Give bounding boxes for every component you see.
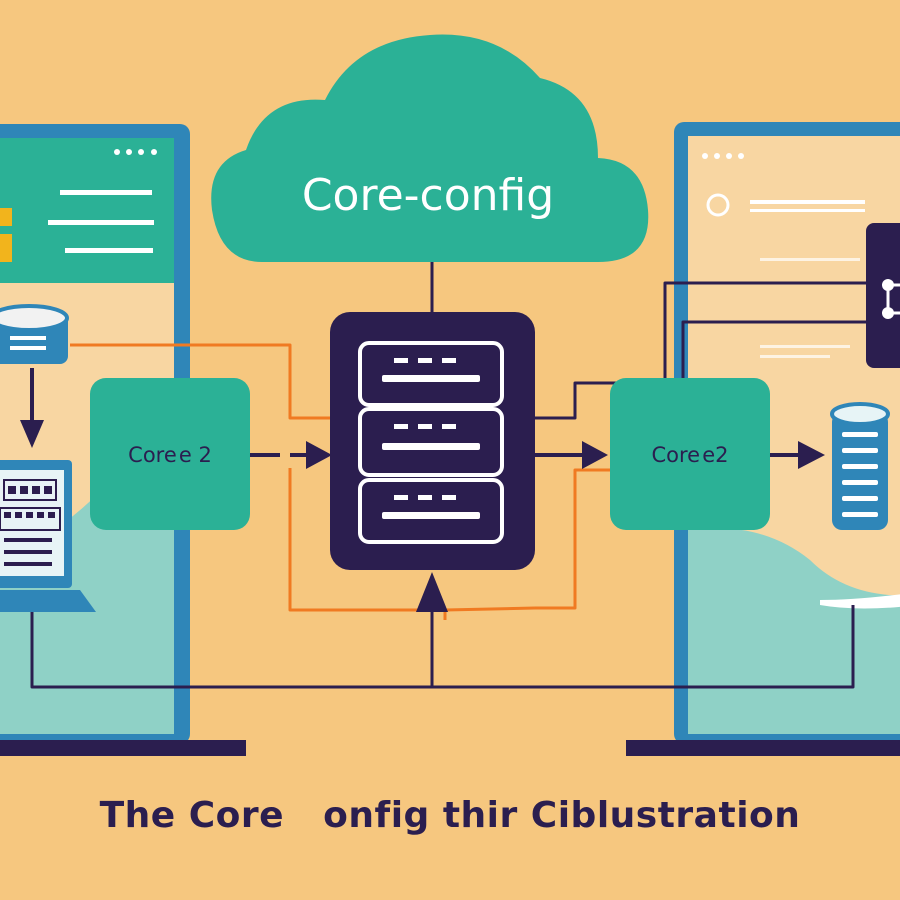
right-screen-line — [760, 345, 850, 348]
server-led-icon — [394, 495, 408, 500]
server-led-icon — [394, 358, 408, 363]
network-node-icon — [882, 279, 894, 291]
left-core-label: Core e 2 — [128, 443, 212, 467]
link-to-network-bottom — [681, 320, 866, 383]
arrow-right-icon — [306, 441, 332, 469]
laptop-key-icon — [37, 512, 44, 518]
right-database — [830, 402, 890, 530]
left-yellow-block — [0, 234, 12, 262]
cloud-label: Core-config — [302, 170, 554, 221]
left-db-line — [10, 336, 46, 340]
laptop-text-line — [4, 562, 52, 566]
laptop-key-icon — [44, 486, 52, 494]
network-node-icon — [882, 307, 894, 319]
right-window-dot-icon — [738, 153, 744, 159]
laptop-text-line — [4, 550, 52, 554]
server-led-icon — [442, 495, 456, 500]
left-window-dot-icon — [114, 149, 120, 155]
orange-link-top-left — [70, 343, 330, 420]
network-node-box — [866, 223, 900, 368]
cloud-shape — [211, 34, 649, 262]
right-monitor — [626, 122, 900, 756]
left-db-line — [10, 346, 46, 350]
laptop-key-icon — [15, 512, 22, 518]
right-db-line — [842, 464, 878, 469]
right-core-label: Core e2 — [652, 443, 729, 467]
server-led-icon — [442, 424, 456, 429]
right-db-line — [842, 480, 878, 485]
arrow-down-icon — [20, 420, 44, 448]
right-screen-line — [760, 258, 860, 261]
server-bar — [382, 512, 480, 519]
laptop-screen — [0, 470, 64, 576]
left-window-dot-icon — [138, 149, 144, 155]
laptop-key-icon — [4, 512, 11, 518]
server-led-icon — [418, 495, 432, 500]
server-led-icon — [418, 358, 432, 363]
orange-link-bottom-mid — [443, 606, 536, 620]
left-yellow-block — [0, 208, 12, 226]
right-db-line — [842, 512, 878, 517]
right-db-top — [830, 402, 890, 426]
right-screen-line — [750, 200, 865, 204]
server-led-icon — [418, 424, 432, 429]
laptop-key-icon — [32, 486, 40, 494]
right-window-dot-icon — [702, 153, 708, 159]
central-server[interactable] — [330, 312, 535, 570]
left-database — [0, 304, 69, 364]
right-screen-line — [750, 209, 865, 212]
arrow-up-icon — [416, 572, 448, 612]
server-unit-1 — [358, 341, 504, 407]
right-screen-wave — [688, 528, 900, 734]
right-core-node[interactable]: Core e2 — [610, 378, 770, 530]
laptop-keyboard — [0, 507, 61, 531]
server-led-icon — [442, 358, 456, 363]
laptop-key-icon — [8, 486, 16, 494]
left-core-box — [90, 378, 250, 530]
server-unit-3 — [358, 478, 504, 544]
laptop-key-icon — [26, 512, 33, 518]
left-window-dot-icon — [151, 149, 157, 155]
right-circle-icon — [706, 193, 730, 217]
server-bar — [382, 443, 480, 450]
bottom-bus-line — [30, 600, 855, 689]
right-core-box — [610, 378, 770, 530]
laptop-base — [0, 590, 96, 612]
right-db-line — [842, 432, 878, 437]
right-db-line — [842, 496, 878, 501]
left-header-line — [65, 248, 153, 253]
left-header-line — [48, 220, 154, 225]
left-monitor-header-panel — [0, 138, 174, 283]
right-monitor-base — [626, 740, 900, 756]
arrow-right-icon — [798, 441, 825, 469]
right-window-dot-icon — [714, 153, 720, 159]
right-db-line — [842, 448, 878, 453]
left-db-top — [0, 304, 69, 332]
server-led-icon — [394, 424, 408, 429]
laptop-key-icon — [48, 512, 55, 518]
right-screen-line — [760, 355, 830, 358]
cloud-node[interactable]: Core-config — [211, 34, 649, 262]
left-core-node[interactable]: Core e 2 — [90, 378, 250, 530]
right-screen-highlight — [820, 594, 900, 609]
left-window-dot-icon — [126, 149, 132, 155]
server-bar — [382, 375, 480, 382]
right-window-dot-icon — [726, 153, 732, 159]
left-monitor-base — [0, 740, 246, 756]
arrow-right-icon — [582, 441, 608, 469]
laptop-window — [3, 479, 57, 501]
laptop-text-line — [4, 538, 52, 542]
left-header-line — [60, 190, 152, 195]
laptop-key-icon — [20, 486, 28, 494]
left-laptop — [0, 460, 96, 612]
diagram-caption: The Core onfig thir Ciblustration — [99, 795, 801, 836]
server-unit-2 — [358, 407, 504, 477]
orange-link-bottom-right — [535, 468, 610, 610]
orange-link-bottom-left — [288, 468, 420, 612]
